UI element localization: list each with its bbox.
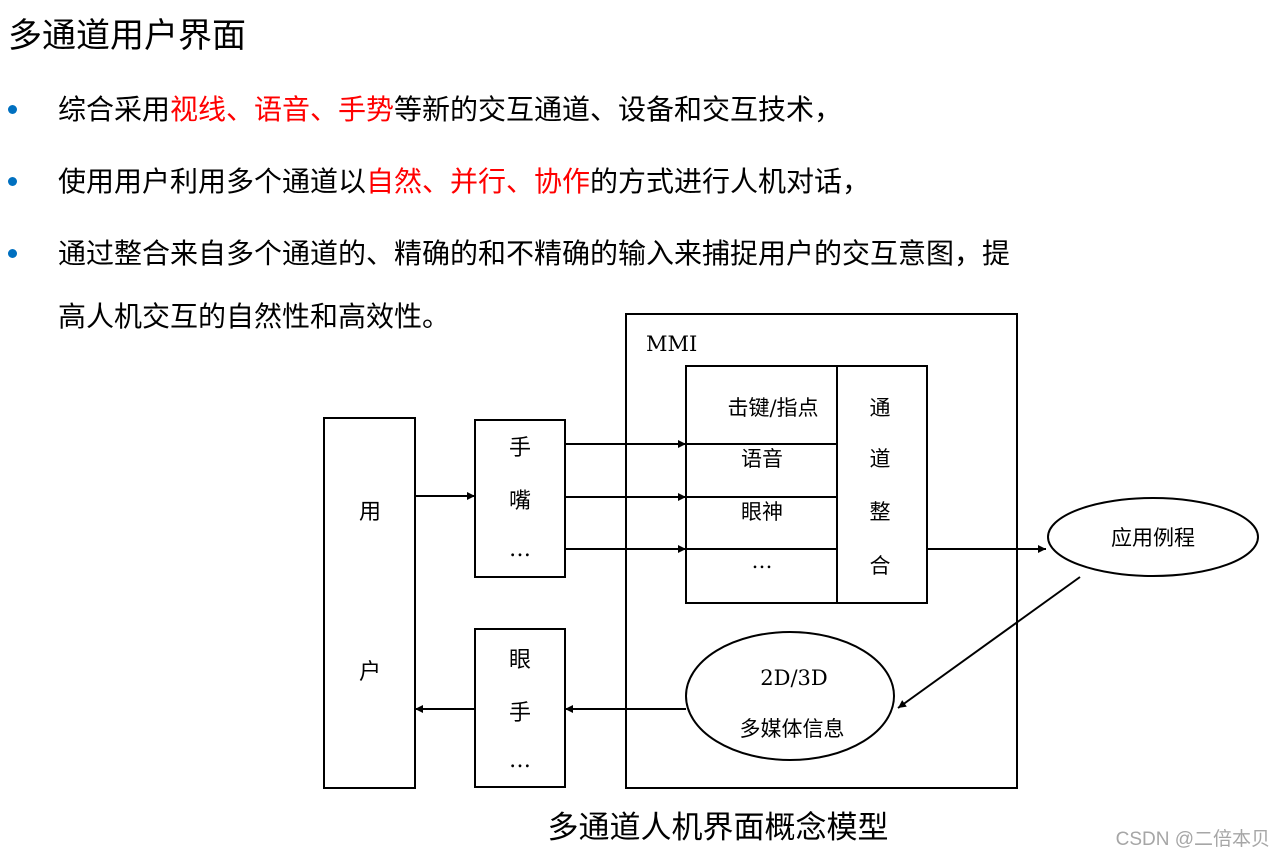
bullet-text: 通过整合来自多个通道的、精确的和不精确的输入来捕捉用户的交互意图，提 (58, 237, 1011, 270)
mmi-label: MMI (646, 332, 697, 356)
bullet-dot-icon (8, 249, 17, 258)
bullet-dot-icon (8, 105, 17, 114)
bullet-highlight: 视线、语音、手势 (170, 93, 395, 126)
channel-label: 击键/指点 (727, 396, 818, 420)
integration-char: 整 (870, 500, 891, 524)
media-ellipse (685, 631, 895, 761)
bullet-item: 使用用户利用多个通道以自然、并行、协作的方式进行人机对话， (8, 160, 1268, 204)
mmi-box (625, 313, 1018, 789)
input-device-label: 手 (509, 436, 531, 461)
bullet-text-pre: 综合采用 (58, 93, 171, 126)
bullet-text-pre: 使用用户利用多个通道以 (58, 165, 367, 198)
user-char-top: 用 (359, 500, 381, 525)
bullet-text-post: 等新的交互通道、设备和交互技术， (394, 93, 843, 126)
diagram-caption: 多通道人机界面概念模型 (547, 810, 889, 846)
output-device-label: … (509, 748, 531, 773)
bullet-text: 综合采用视线、语音、手势等新的交互通道、设备和交互技术， (58, 88, 842, 132)
integration-box (836, 365, 928, 604)
media-label-top: 2D/3D (760, 666, 827, 690)
media-label-bottom: 多媒体信息 (740, 717, 845, 741)
bullet-text-post: 的方式进行人机对话， (590, 165, 871, 198)
user-char-bottom: 户 (359, 660, 381, 685)
flow-arrow (897, 576, 1081, 709)
application-ellipse (1047, 497, 1259, 577)
channel-label: 语音 (741, 447, 783, 471)
bullet-text: 使用用户利用多个通道以自然、并行、协作的方式进行人机对话， (58, 160, 870, 204)
channel-label: … (752, 549, 773, 573)
bullet-continuation: 高人机交互的自然性和高效性。 (58, 300, 451, 333)
integration-char: 道 (870, 447, 891, 471)
input-device-box (474, 419, 566, 578)
bullet-dot-icon (8, 177, 17, 186)
watermark: CSDN @二倍本贝 (1115, 829, 1270, 850)
integration-char: 通 (870, 396, 891, 420)
output-device-label: 手 (509, 701, 531, 726)
bullet-item: 综合采用视线、语音、手势等新的交互通道、设备和交互技术， (8, 88, 1268, 132)
user-box (323, 417, 416, 789)
output-device-label: 眼 (509, 648, 531, 673)
application-label: 应用例程 (1111, 526, 1195, 550)
page-title: 多通道用户界面 (8, 16, 246, 56)
channel-label: 眼神 (741, 500, 783, 524)
bullet-item: 通过整合来自多个通道的、精确的和不精确的输入来捕捉用户的交互意图，提 (8, 232, 1268, 276)
input-device-label: 嘴 (509, 489, 531, 514)
input-device-label: … (509, 537, 531, 562)
integration-char: 合 (870, 554, 891, 578)
bullet-highlight: 自然、并行、协作 (366, 165, 591, 198)
